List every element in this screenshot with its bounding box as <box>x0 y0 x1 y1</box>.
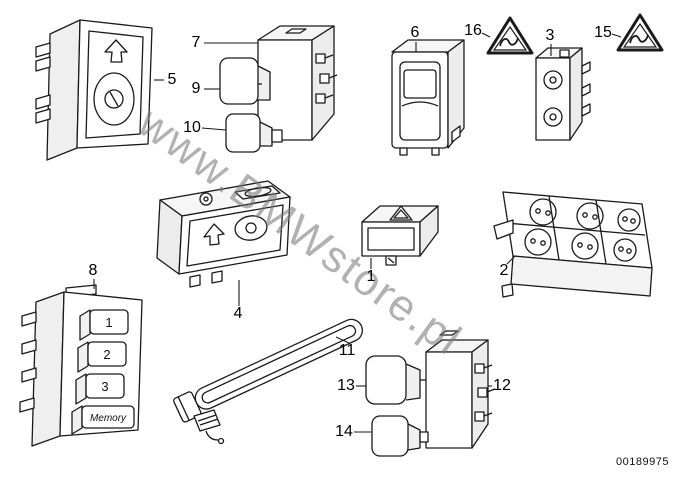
part-label-15: 15 <box>594 24 612 41</box>
part-1-hazard-switch <box>361 205 439 266</box>
part-13-button <box>365 355 426 405</box>
part-label-12: 12 <box>493 377 511 394</box>
part-14-button <box>371 415 429 457</box>
memory-button-1 <box>89 309 129 335</box>
part-label-4: 4 <box>233 305 243 322</box>
part-6-rocker-switch <box>391 39 465 156</box>
part-11-ribbon-cable <box>173 318 364 445</box>
part-label-6: 6 <box>410 24 420 41</box>
up-arrow-icon <box>104 39 128 63</box>
part-16-warning-label-icon <box>486 16 534 55</box>
memory-button-2-label: 2 <box>103 347 110 362</box>
memory-button-2 <box>87 341 127 367</box>
part-12-switch-block <box>425 330 496 449</box>
memory-button-m <box>81 405 135 429</box>
up-arrow-icon <box>203 223 225 246</box>
part-label-14: 14 <box>335 423 353 440</box>
part-10-button <box>225 113 283 153</box>
part-label-16: 16 <box>464 22 482 39</box>
part-label-13: 13 <box>337 377 355 394</box>
part-label-5: 5 <box>167 71 177 88</box>
doc-number: 00189975 <box>616 456 669 468</box>
part-7-switch-block <box>257 25 338 141</box>
part-2-switch-unit <box>493 191 653 298</box>
memory-button-1-label: 1 <box>105 315 112 330</box>
part-label-8: 8 <box>88 262 98 279</box>
part-label-7: 7 <box>191 34 201 51</box>
memory-button-3-label: 3 <box>101 379 108 394</box>
part-label-1: 1 <box>366 268 376 285</box>
part-15-warning-label-icon <box>616 13 664 52</box>
part-9-button <box>219 57 271 105</box>
hazard-triangle-icon <box>389 205 413 221</box>
part-4-window-switch <box>156 180 291 288</box>
memory-button-m-label: Memory <box>90 413 127 424</box>
part-label-2: 2 <box>499 262 509 279</box>
part-label-10: 10 <box>183 119 201 136</box>
part-5-window-switch <box>35 19 153 161</box>
key-symbol-icon <box>104 89 124 109</box>
part-8-memory-switch: 1 2 3 Memory <box>19 284 143 447</box>
part-label-9: 9 <box>191 80 201 97</box>
memory-button-3 <box>85 373 125 399</box>
leader-lines <box>93 32 622 433</box>
part-3-switch <box>535 47 591 141</box>
part-label-3: 3 <box>545 27 555 44</box>
part-label-11: 11 <box>338 342 356 359</box>
